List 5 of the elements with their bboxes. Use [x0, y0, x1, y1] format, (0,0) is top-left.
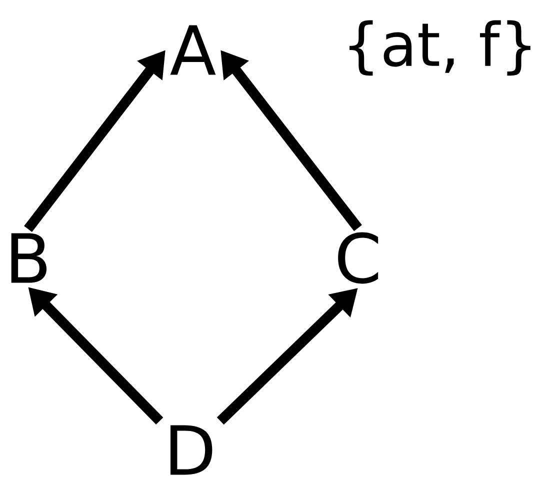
- node-letter: C: [338, 232, 378, 284]
- node-letter: D: [170, 425, 212, 475]
- node-letter: B: [11, 233, 47, 283]
- set-label: {at, f}: [350, 20, 530, 76]
- node-letter: A: [170, 25, 216, 75]
